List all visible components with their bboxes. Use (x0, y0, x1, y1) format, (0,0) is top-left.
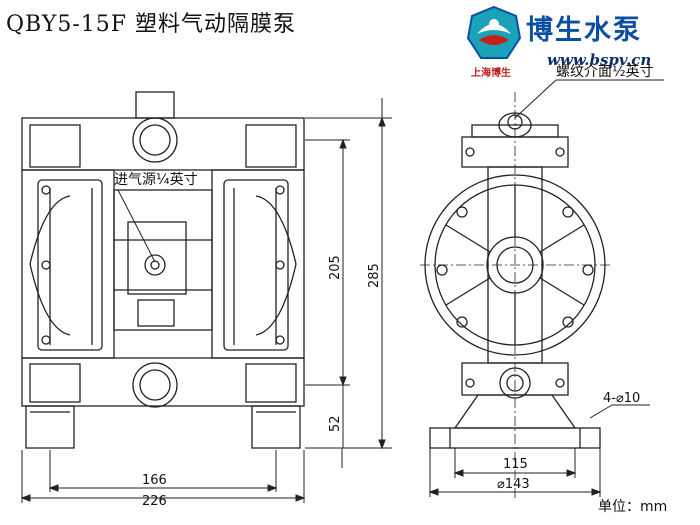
side-dimensions (428, 79, 664, 497)
air-inlet-label: 进气源¼英寸 (114, 171, 198, 188)
dim-52: 52 (328, 415, 343, 432)
brand-name: 博生水泵 (526, 15, 642, 46)
logo-subtitle: 上海博生 (471, 68, 511, 79)
side-view (420, 92, 612, 500)
bolts-label: 4-⌀10 (603, 391, 640, 406)
company-logo-icon (466, 5, 522, 59)
dim-143: ⌀143 (497, 477, 530, 492)
dim-285: 285 (367, 263, 382, 288)
dim-226: 226 (142, 494, 167, 509)
website-url: www.bspv.cn (547, 51, 652, 69)
unit-label: 单位：mm (598, 499, 668, 515)
dim-166: 166 (142, 473, 167, 488)
front-view (21, 91, 305, 449)
front-dimensions (20, 98, 392, 503)
dim-115: 115 (503, 457, 528, 472)
thread-label: 螺纹介面½英寸 (556, 63, 654, 80)
dim-205: 205 (328, 255, 343, 280)
page-title: QBY5-15F 塑料气动隔膜泵 (6, 12, 297, 37)
